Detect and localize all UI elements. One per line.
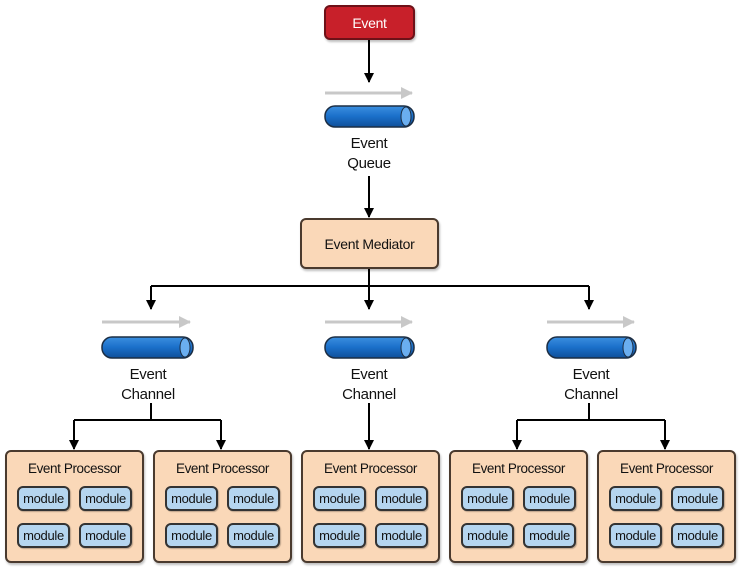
event-queue-label-line2: Queue	[347, 155, 391, 172]
module-box: module	[165, 486, 218, 511]
module-box: module	[227, 486, 280, 511]
module-box: module	[375, 486, 428, 511]
module-box: module	[227, 523, 280, 548]
event-processor-title: Event Processor	[175, 461, 270, 476]
event-channel-2-label: Event Channel	[309, 365, 429, 405]
event-processor-title: Event Processor	[323, 461, 418, 476]
module-box: module	[609, 523, 662, 548]
event-channel-1-pipe	[101, 336, 194, 359]
module-box: module	[523, 486, 576, 511]
event-channel-3-label-line1: Event	[572, 366, 610, 383]
event-channel-2-label-line1: Event	[350, 366, 388, 383]
event-mediator-box: Event Mediator	[300, 218, 439, 269]
event-processor-3: Event Processor module module module mod…	[301, 450, 440, 563]
channel-1-branch-connector	[74, 403, 221, 421]
module-box: module	[523, 523, 576, 548]
event-queue-pipe	[324, 105, 415, 128]
module-box: module	[461, 523, 514, 548]
module-box: module	[17, 486, 70, 511]
event-channel-2-pipe	[324, 336, 415, 359]
event-processor-1: Event Processor module module module mod…	[5, 450, 144, 563]
event-processor-title: Event Processor	[27, 461, 122, 476]
event-box: Event	[324, 5, 415, 40]
module-box: module	[375, 523, 428, 548]
channel-3-branch-connector	[517, 403, 665, 421]
module-box: module	[79, 486, 132, 511]
event-processor-4: Event Processor module module module mod…	[449, 450, 588, 563]
event-label: Event	[352, 14, 387, 31]
event-processor-5: Event Processor module module module mod…	[597, 450, 736, 563]
event-channel-3-label: Event Channel	[531, 365, 651, 405]
event-mediator-label: Event Mediator	[324, 235, 415, 252]
module-box: module	[313, 486, 366, 511]
event-processor-2: Event Processor module module module mod…	[153, 450, 292, 563]
event-channel-3-label-line2: Channel	[564, 386, 618, 403]
event-channel-1-label: Event Channel	[88, 365, 208, 405]
mediator-branch-connector	[151, 269, 589, 287]
event-queue-label: Event Queue	[309, 134, 429, 174]
event-queue-label-line1: Event	[350, 135, 388, 152]
event-processor-title: Event Processor	[619, 461, 714, 476]
module-box: module	[313, 523, 366, 548]
event-channel-3-pipe	[546, 336, 637, 359]
module-box: module	[461, 486, 514, 511]
module-box: module	[609, 486, 662, 511]
module-box: module	[671, 523, 724, 548]
module-box: module	[79, 523, 132, 548]
event-channel-1-label-line2: Channel	[121, 386, 175, 403]
event-channel-2-label-line2: Channel	[342, 386, 396, 403]
module-box: module	[165, 523, 218, 548]
module-box: module	[671, 486, 724, 511]
event-processor-title: Event Processor	[471, 461, 566, 476]
event-channel-1-label-line1: Event	[129, 366, 167, 383]
module-box: module	[17, 523, 70, 548]
